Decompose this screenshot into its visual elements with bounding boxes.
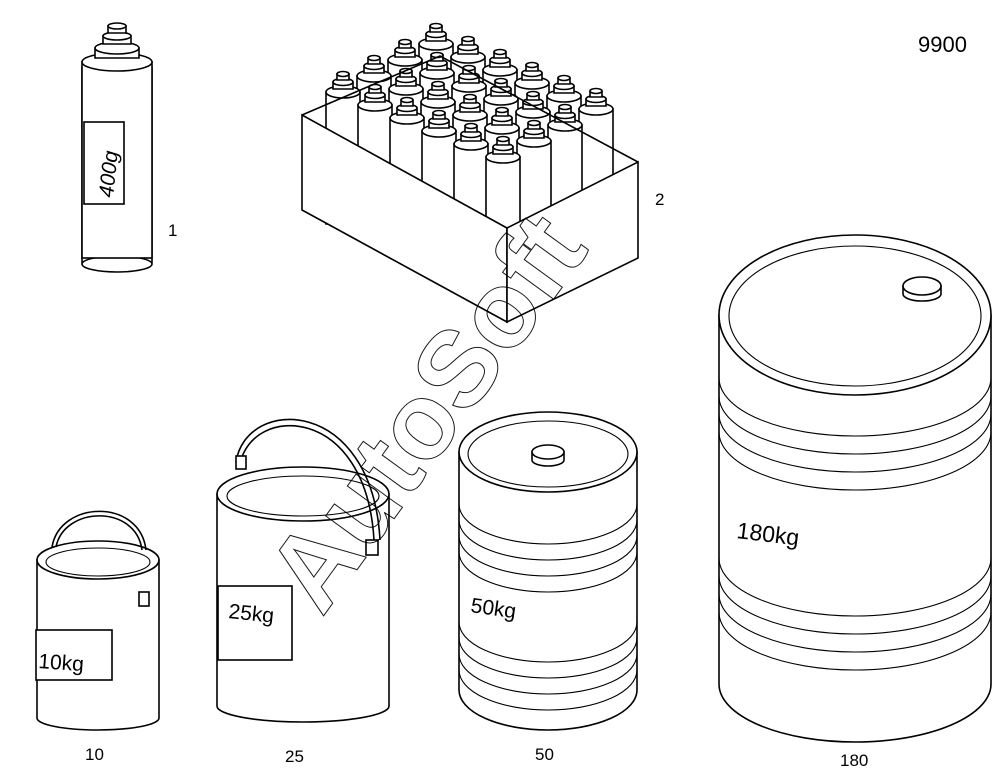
pail-25kg-label: 25kg (227, 600, 275, 628)
cartridge-400g (81, 22, 153, 273)
item-number-10: 10 (85, 745, 104, 764)
item-number-1: 1 (168, 221, 177, 240)
item-number-180: 180 (840, 751, 868, 770)
cartridge-box (301, 22, 639, 324)
drum-50kg (458, 411, 638, 731)
cartridge-label: 400g (95, 149, 123, 198)
pail-25kg (216, 418, 390, 723)
pail-10kg-label: 10kg (38, 650, 85, 676)
item-number-50: 50 (535, 745, 554, 764)
barrel-180kg (718, 234, 992, 743)
diagram-code: 9900 (918, 32, 967, 57)
item-number-2: 2 (655, 190, 664, 209)
pail-10kg (35, 510, 160, 731)
item-number-25: 25 (285, 747, 304, 766)
